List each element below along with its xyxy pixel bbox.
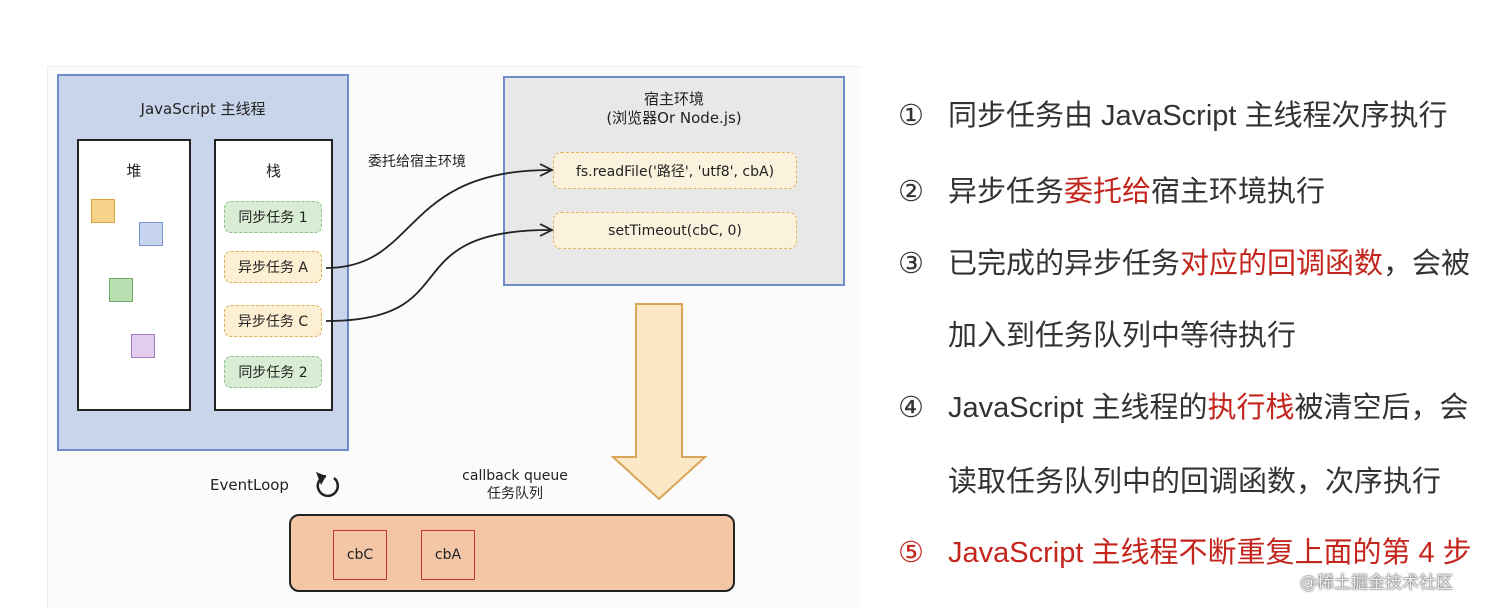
stack-task-sync-2: 同步任务 2: [224, 356, 322, 388]
host-environment-title: 宿主环境 (浏览器Or Node.js): [606, 90, 742, 127]
host-item-readfile: fs.readFile('路径', 'utf8', cbA): [553, 152, 797, 189]
note-text: 已完成的异步任务: [948, 248, 1181, 280]
down-arrow-to-queue: [610, 303, 708, 501]
note-3-continued: 加入到任务队列中等待执行: [898, 316, 1296, 356]
note-number: ④: [898, 392, 924, 424]
note-number: ③: [898, 248, 924, 280]
queue-title: callback queue 任务队列: [462, 468, 568, 502]
host-item-settimeout: setTimeout(cbC, 0): [553, 212, 797, 249]
note-text: 加入到任务队列中等待执行: [948, 320, 1297, 352]
note-text: 被清空后，会: [1294, 392, 1469, 424]
arrow-async-a-to-readfile: [325, 169, 551, 269]
note-highlight: JavaScript 主线程不断重复上面的第 4 步: [948, 537, 1472, 569]
note-4-continued: 读取任务队列中的回调函数，次序执行: [898, 462, 1441, 502]
note-number: ⑤: [898, 537, 924, 569]
stack-task-async-c: 异步任务 C: [224, 305, 322, 337]
note-highlight: 委托给: [1064, 176, 1152, 208]
note-highlight: 执行栈: [1207, 392, 1295, 424]
note-2: ② 异步任务委托给宿主环境执行: [898, 172, 1325, 212]
note-number: ②: [898, 176, 924, 208]
heap-object: [139, 222, 163, 246]
note-3: ③ 已完成的异步任务对应的回调函数，会被: [898, 244, 1470, 284]
note-1: ① 同步任务由 JavaScript 主线程次序执行: [898, 96, 1448, 136]
delegate-label: 委托给宿主环境: [368, 154, 466, 170]
heap-object: [131, 334, 155, 358]
note-highlight: 对应的回调函数: [1180, 248, 1384, 280]
arrow-async-c-to-settimeout: [325, 229, 551, 322]
eventloop-icon: [316, 472, 339, 498]
heap-panel: [77, 139, 191, 411]
callback-queue: [289, 514, 735, 592]
eventloop-label: EventLoop: [210, 476, 289, 494]
stack-title: 栈: [265, 162, 281, 180]
heap-object: [91, 199, 115, 223]
heap-title: 堆: [126, 162, 142, 180]
note-text: 同步任务由 JavaScript 主线程次序执行: [948, 100, 1448, 132]
note-text: ，会被: [1383, 248, 1471, 280]
stack-task-async-a: 异步任务 A: [224, 251, 322, 283]
note-5: ⑤ JavaScript 主线程不断重复上面的第 4 步: [898, 533, 1472, 573]
heap-object: [109, 278, 133, 302]
watermark: @稀土掘金技术社区: [1300, 573, 1453, 593]
main-thread-title: JavaScript 主线程: [140, 100, 266, 118]
note-4: ④ JavaScript 主线程的执行栈被清空后，会: [898, 388, 1468, 428]
note-text: 读取任务队列中的回调函数，次序执行: [948, 466, 1442, 498]
note-text: 异步任务: [948, 176, 1065, 208]
queue-item-cba: cbA: [421, 530, 475, 580]
stack-task-sync-1: 同步任务 1: [224, 201, 322, 233]
note-text: JavaScript 主线程的: [948, 392, 1208, 424]
queue-item-cbc: cbC: [333, 530, 387, 580]
note-number: ①: [898, 100, 924, 132]
note-text: 宿主环境执行: [1151, 176, 1326, 208]
